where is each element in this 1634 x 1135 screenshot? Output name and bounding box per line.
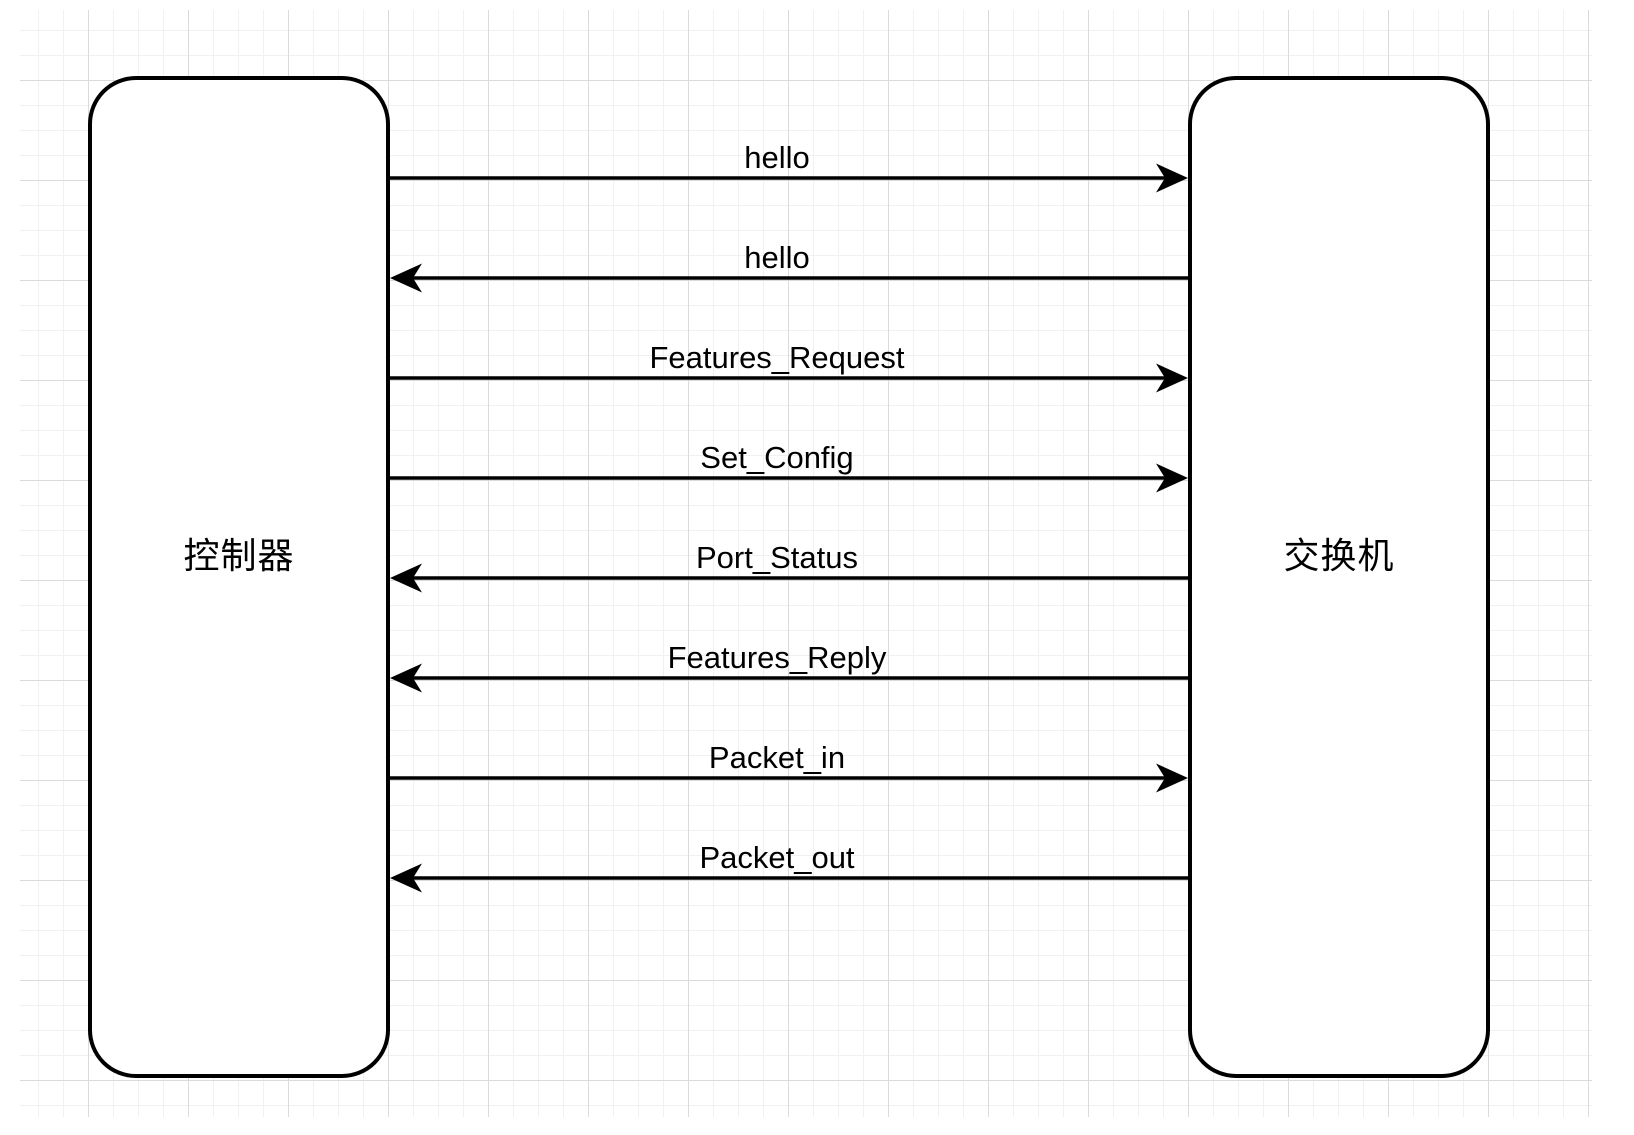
- message-label: Packet_in: [708, 740, 846, 775]
- arrow-right-icon: [390, 363, 1188, 393]
- message-label: Features_Request: [649, 340, 905, 375]
- arrow-left-icon: [390, 263, 1188, 293]
- node-switch-label: 交换机: [1283, 535, 1395, 576]
- node-controller-label: 控制器: [183, 535, 295, 576]
- arrow-left-icon: [390, 863, 1188, 893]
- arrow-left-icon: [390, 563, 1188, 593]
- message-label: Set_Config: [700, 440, 854, 475]
- message-packet-out: Packet_out: [0, 820, 1634, 916]
- message-port-status: Port_Status: [0, 520, 1634, 616]
- arrow-left-icon: [390, 663, 1188, 693]
- message-label: hello: [744, 240, 810, 275]
- message-hello-to-controller: hello: [0, 220, 1634, 316]
- message-features-reply: Features_Reply: [0, 620, 1634, 716]
- message-set-config: Set_Config: [0, 420, 1634, 516]
- message-packet-in: Packet_in: [0, 720, 1634, 816]
- arrow-right-icon: [390, 763, 1188, 793]
- arrow-right-icon: [390, 463, 1188, 493]
- node-switch: 交换机: [1188, 76, 1490, 1078]
- message-features-request: Features_Request: [0, 320, 1634, 416]
- message-label: hello: [744, 140, 810, 175]
- message-hello-to-switch: hello: [0, 120, 1634, 216]
- node-controller: 控制器: [88, 76, 390, 1078]
- message-label: Port_Status: [696, 540, 858, 575]
- message-label: Features_Reply: [667, 640, 887, 675]
- arrow-right-icon: [390, 163, 1188, 193]
- message-label: Packet_out: [699, 840, 855, 875]
